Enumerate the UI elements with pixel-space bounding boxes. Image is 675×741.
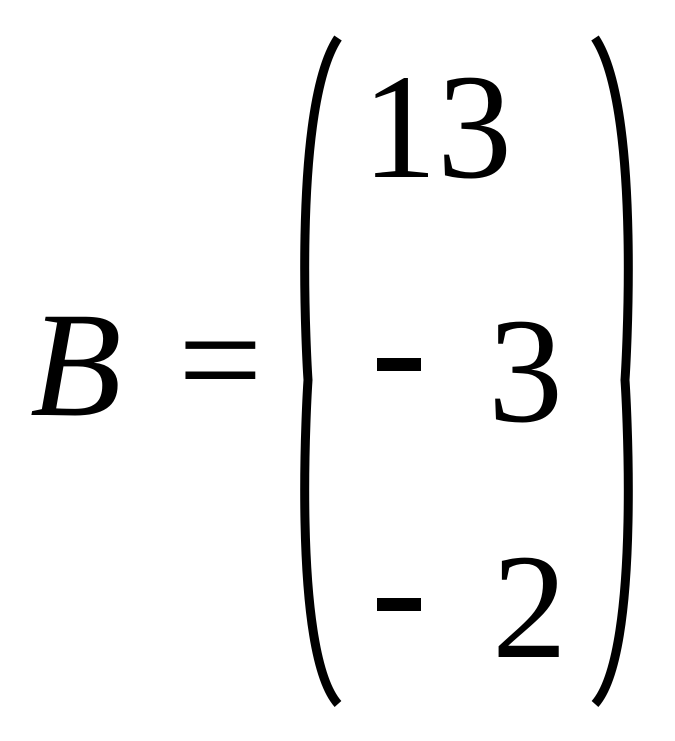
entry-sign-2 [377, 358, 421, 371]
entry-value-2: 3 [488, 288, 563, 454]
entry-value-3: 2 [492, 524, 567, 690]
left-parenthesis [300, 35, 342, 707]
equals-sign: = [178, 277, 263, 443]
entry-sign-3 [377, 598, 421, 611]
right-parenthesis [591, 35, 633, 707]
matrix-variable: B [30, 282, 122, 448]
entry-value-1: 13 [362, 44, 512, 210]
